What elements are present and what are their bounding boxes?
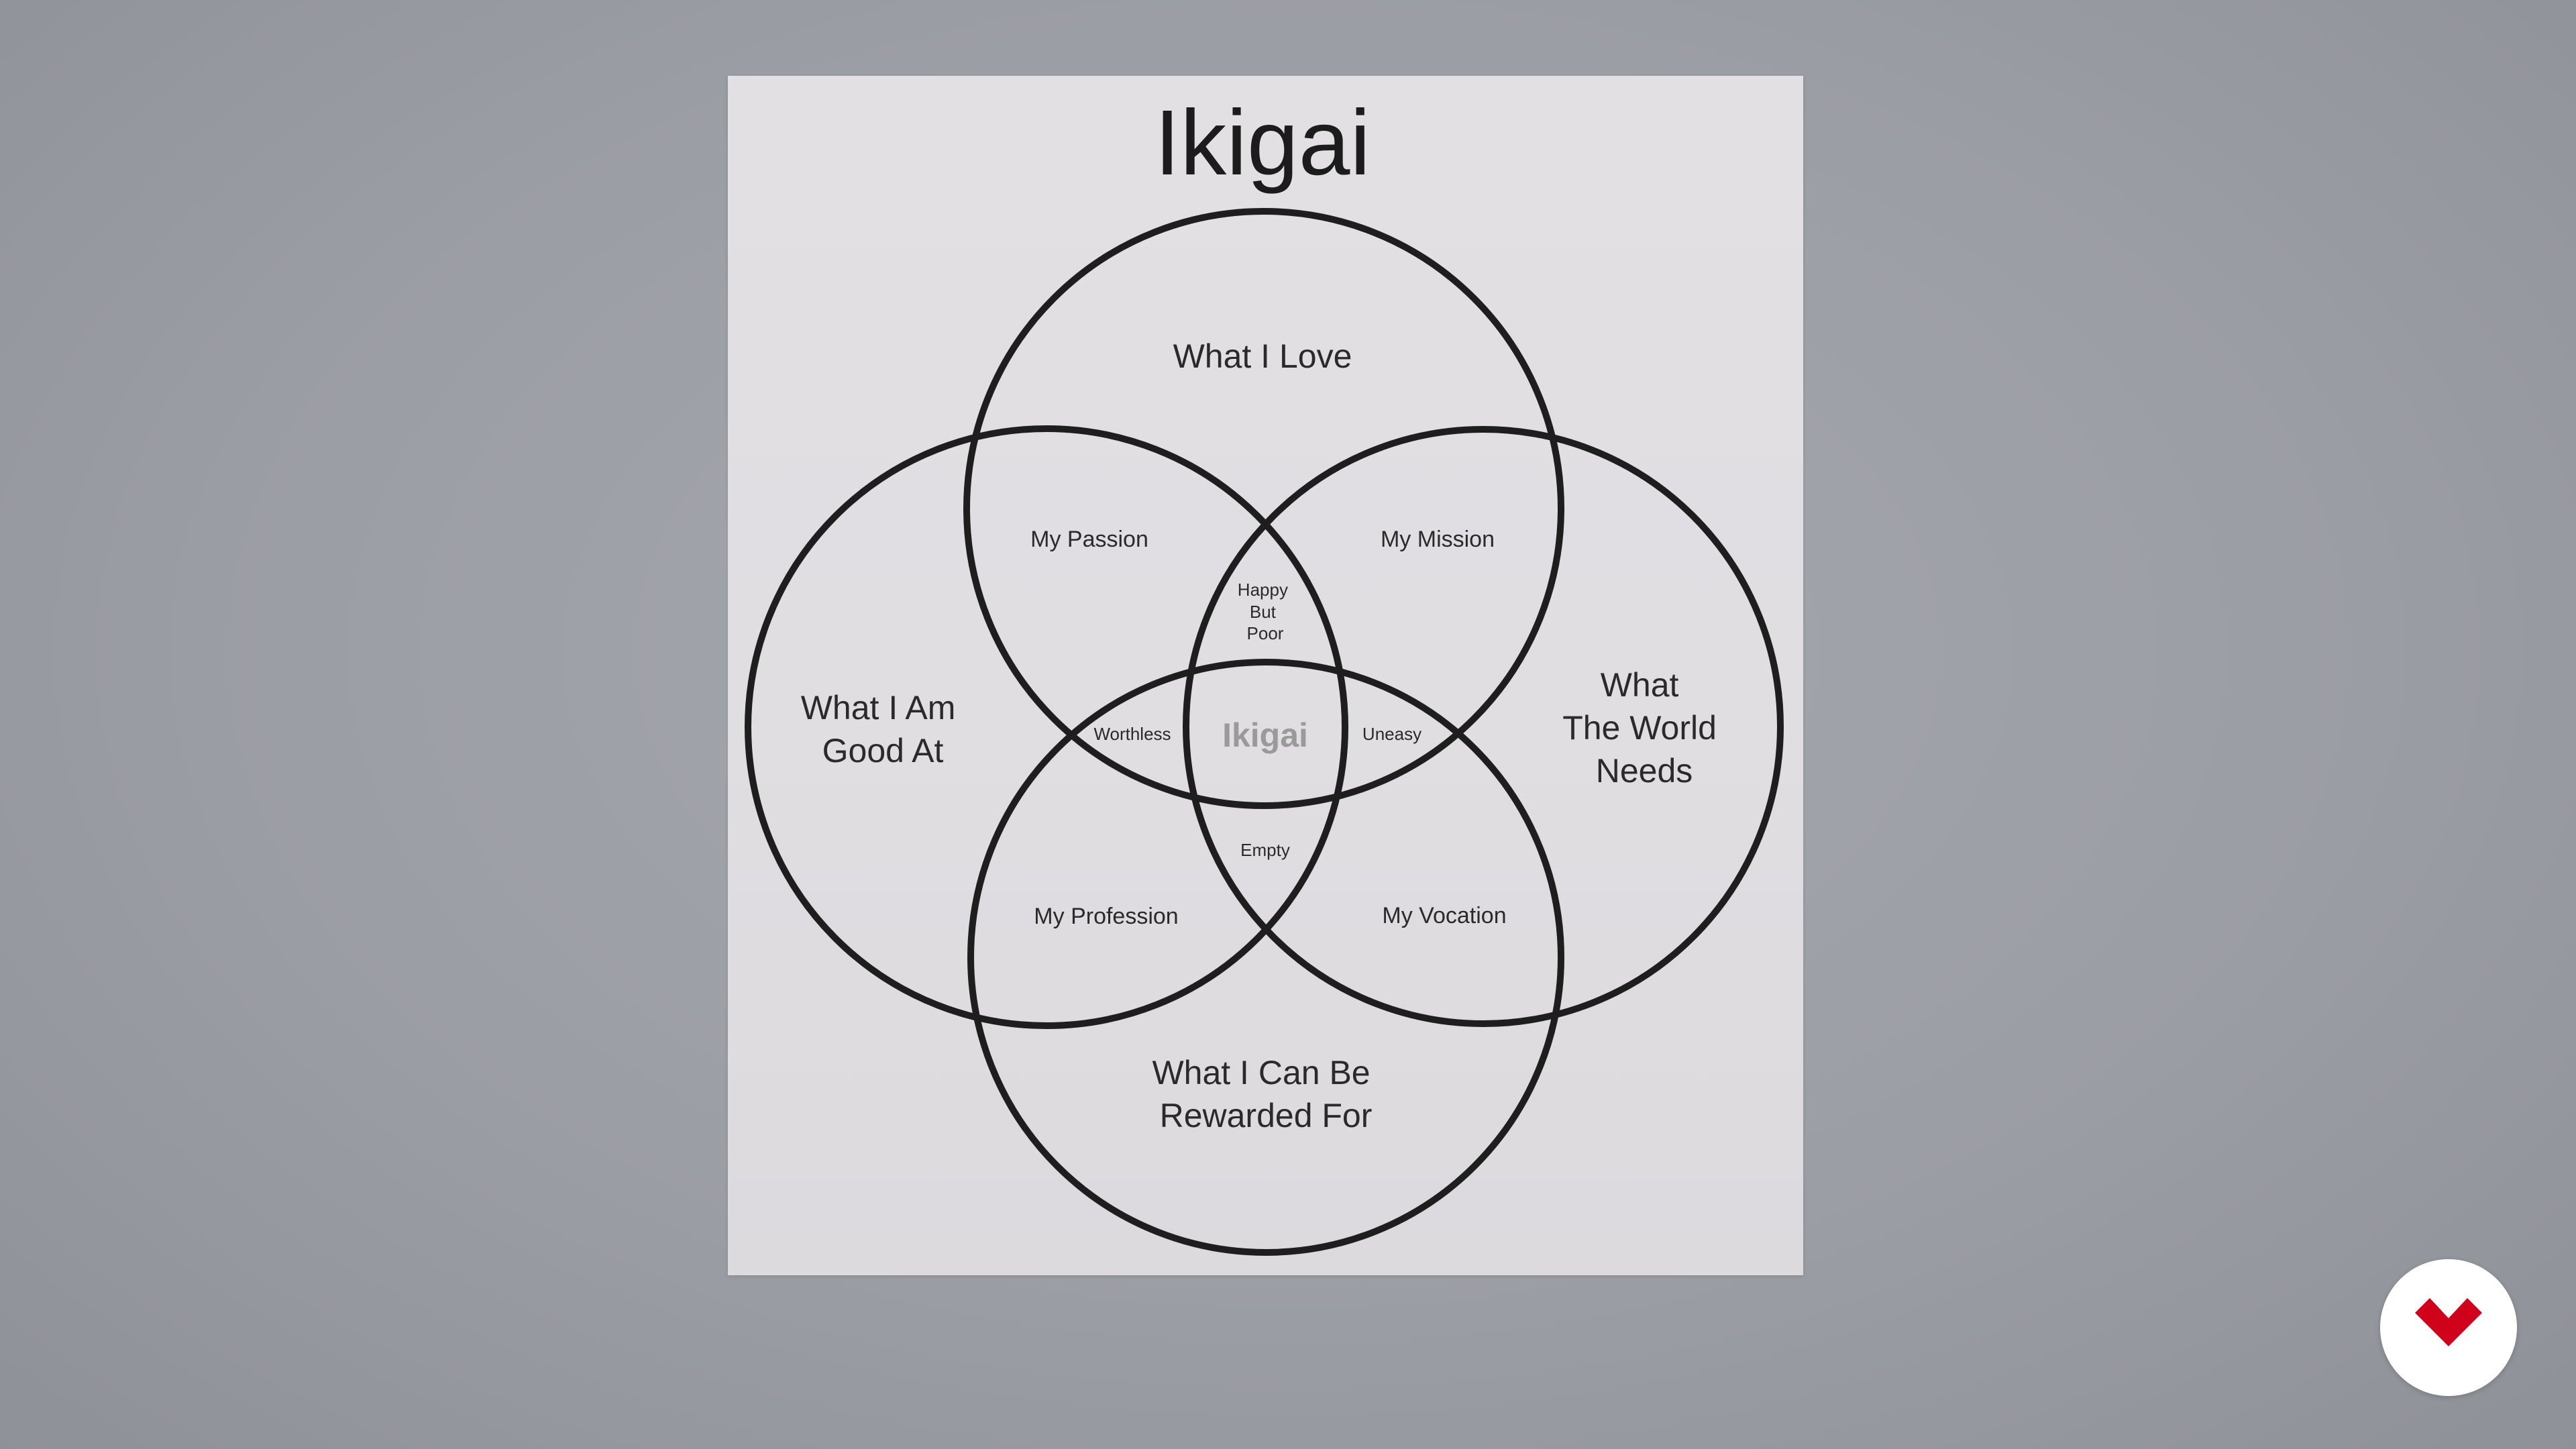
set-label-what-i-love: What I Love bbox=[1173, 337, 1352, 375]
pair-label-my-mission: My Mission bbox=[1381, 527, 1495, 552]
circle-what-the-world-needs bbox=[1183, 426, 1784, 1027]
triple-label-uneasy: Uneasy bbox=[1362, 724, 1421, 744]
set-label-what-the-world-needs: What The World Needs bbox=[1562, 666, 1726, 790]
circle-what-i-am-good-at bbox=[745, 425, 1348, 1029]
pair-label-my-vocation: My Vocation bbox=[1382, 903, 1506, 928]
circle-what-i-can-be-rewarded-for bbox=[967, 659, 1564, 1256]
set-label-what-i-can-be-rewarded-for: What I Can Be Rewarded For bbox=[1152, 1054, 1379, 1134]
paper-sheet bbox=[728, 76, 1803, 1275]
brand-logo-icon bbox=[2415, 1298, 2482, 1346]
brand-logo-badge bbox=[2380, 1259, 2517, 1396]
circle-what-i-love bbox=[963, 208, 1564, 809]
triple-label-worthless: Worthless bbox=[1093, 724, 1171, 744]
set-label-what-i-am-good-at: What I Am Good At bbox=[801, 689, 965, 769]
triple-label-happy-but-poor: Happy But Poor bbox=[1238, 580, 1293, 643]
pair-label-my-passion: My Passion bbox=[1030, 527, 1148, 552]
pair-label-my-profession: My Profession bbox=[1034, 904, 1178, 929]
triple-label-empty: Empty bbox=[1240, 840, 1290, 860]
diagram-title: Ikigai bbox=[1155, 91, 1371, 195]
center-label-ikigai: Ikigai bbox=[1222, 716, 1308, 754]
